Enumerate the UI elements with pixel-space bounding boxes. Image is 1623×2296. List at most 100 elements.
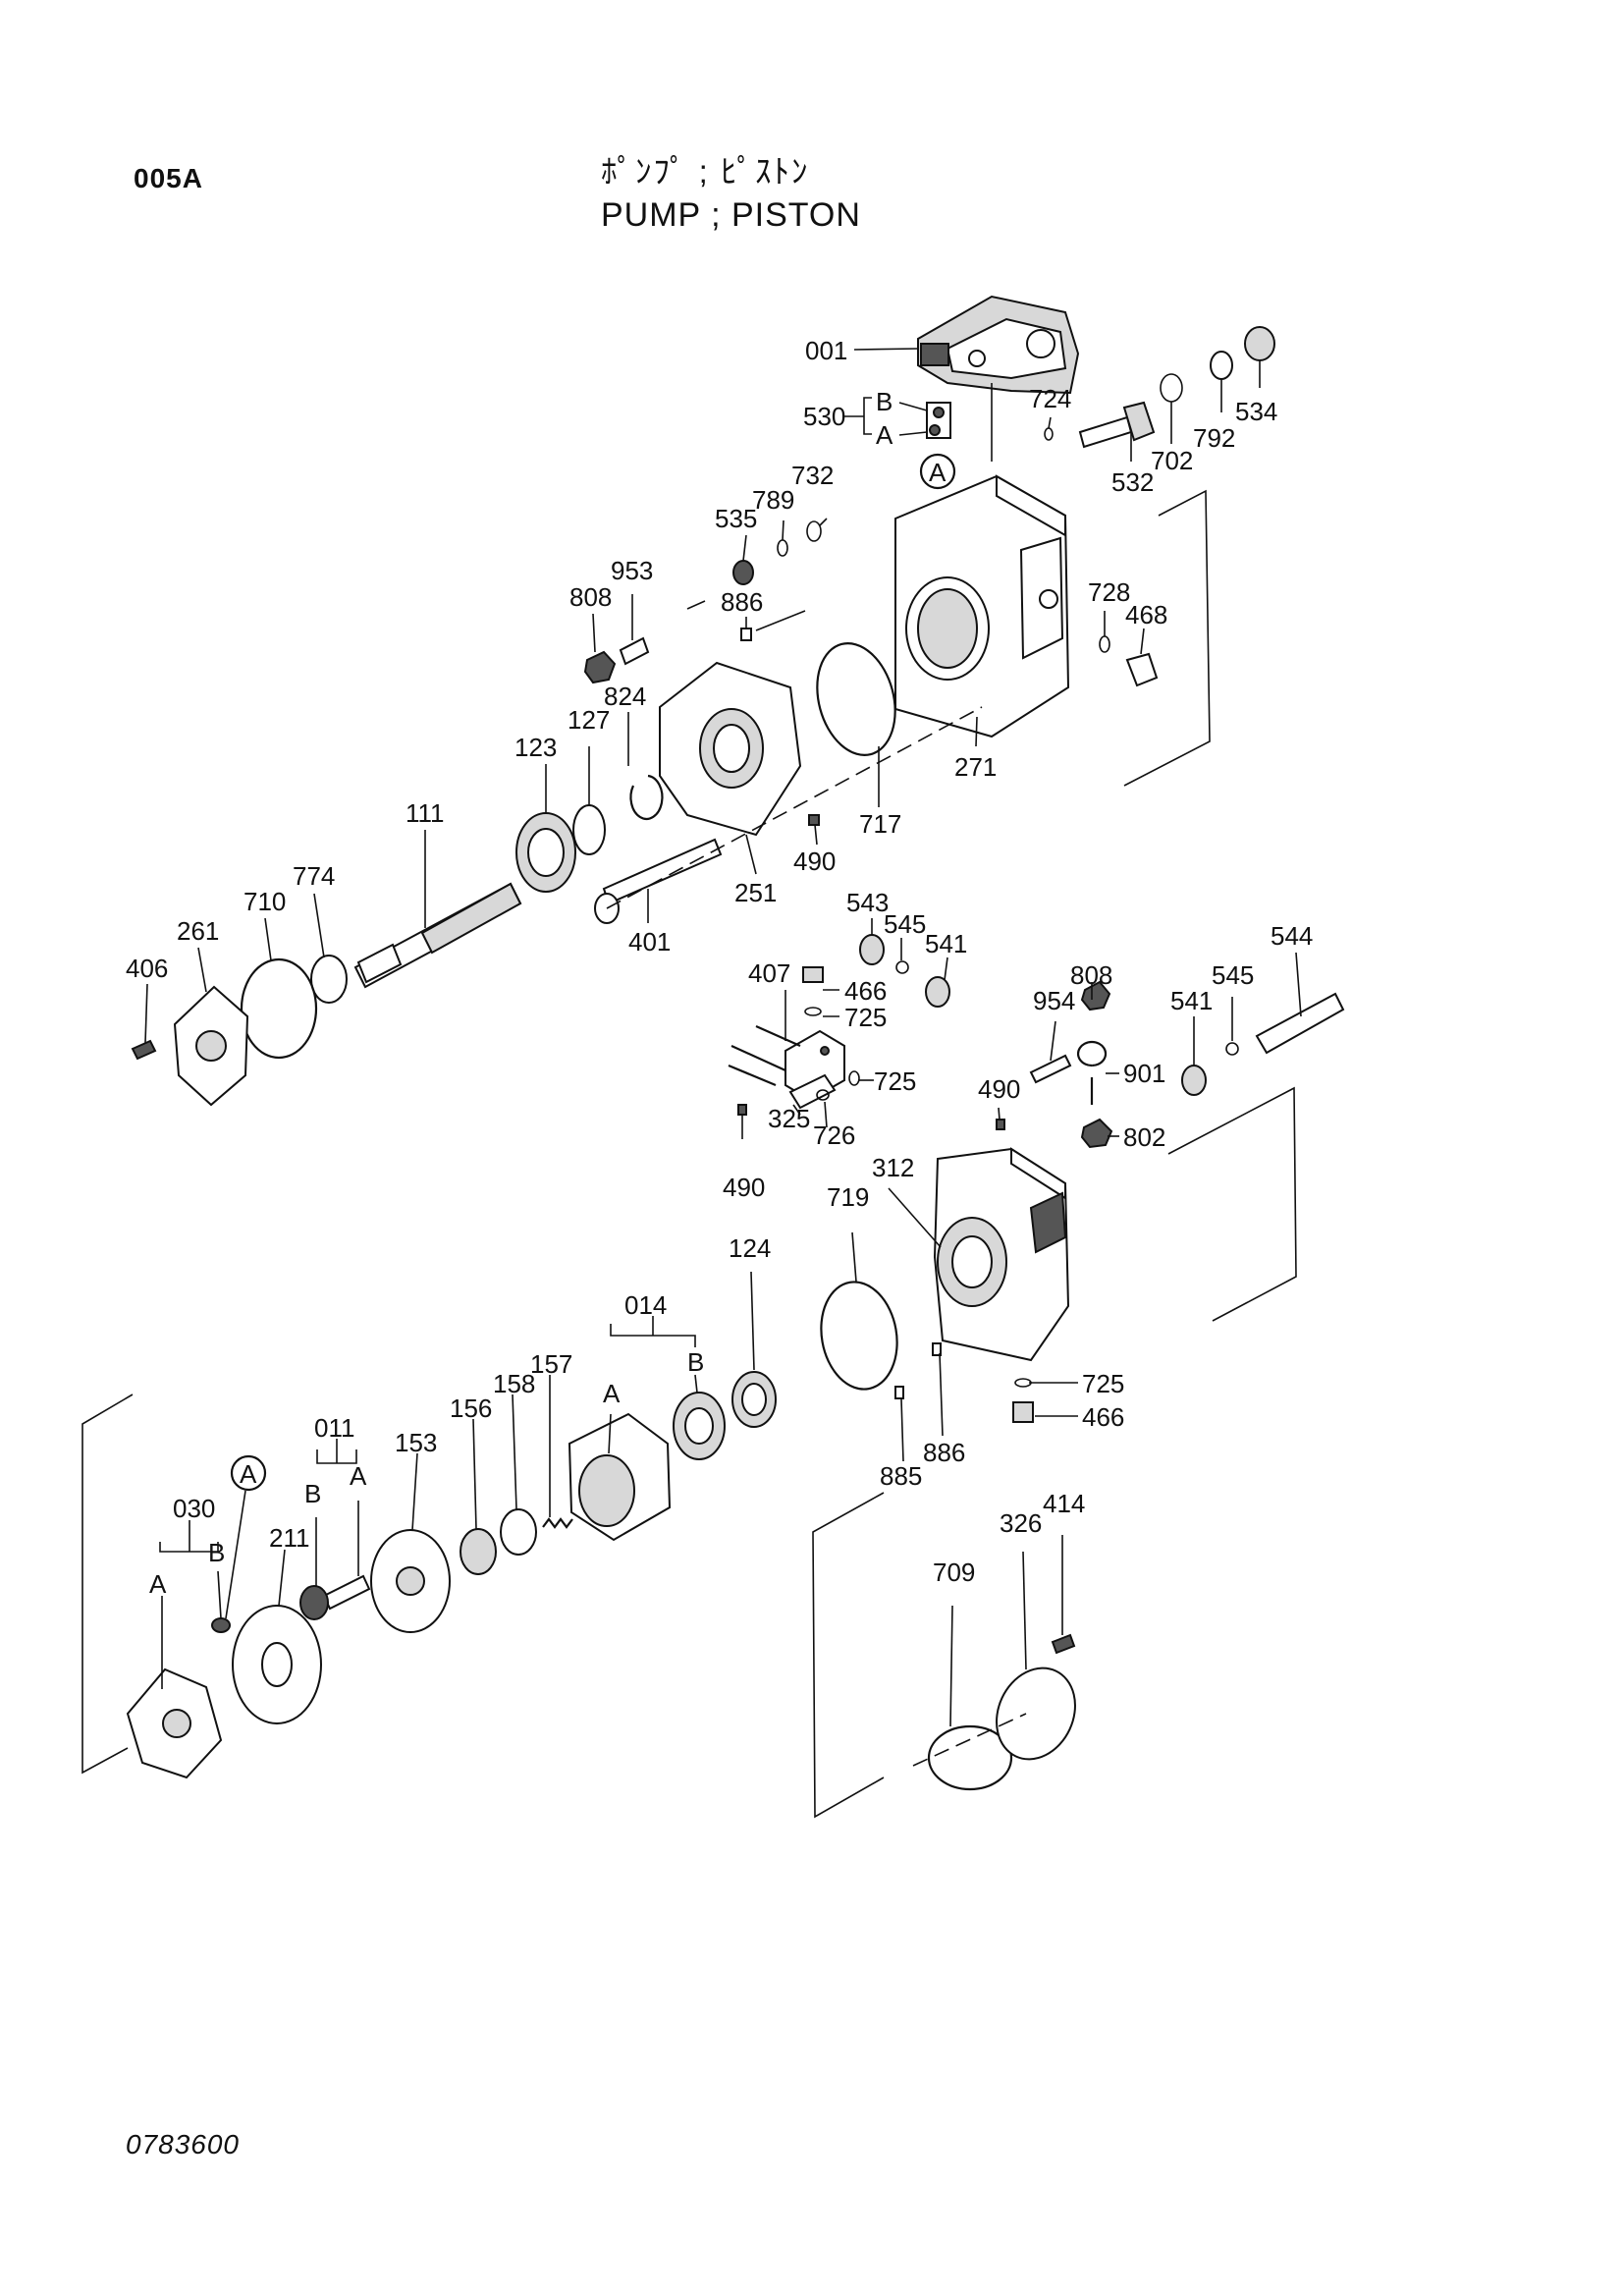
part-543-stopper [859, 934, 885, 965]
callout-490-c: 490 [723, 1173, 765, 1202]
callout-541-b: 541 [1170, 986, 1213, 1015]
part-541-seat-2 [1181, 1065, 1207, 1096]
part-532-stud [1078, 401, 1156, 449]
callout-014-a: A [603, 1379, 621, 1408]
callout-532: 532 [1111, 467, 1154, 497]
callout-808-b: 808 [1070, 960, 1112, 990]
callout-530-b: B [876, 387, 893, 416]
callout-725: 725 [844, 1003, 887, 1032]
part-414-screw [1051, 1633, 1076, 1655]
part-901-eyebolt [1076, 1040, 1108, 1105]
part-157-spring [542, 1517, 573, 1529]
callout-792: 792 [1193, 423, 1235, 453]
callout-702: 702 [1151, 446, 1193, 475]
part-468-plug [1125, 652, 1159, 687]
callout-545-b: 545 [1212, 960, 1254, 990]
part-954-setscrew [1029, 1054, 1072, 1084]
callout-414: 414 [1043, 1489, 1085, 1518]
callout-326: 326 [1000, 1508, 1042, 1538]
callout-211: 211 [269, 1523, 309, 1553]
callout-490-b: 490 [978, 1074, 1020, 1104]
part-808-nut [583, 650, 617, 684]
callout-534: 534 [1235, 397, 1277, 426]
part-490-plug-2 [737, 1104, 747, 1116]
part-406-screw [131, 1039, 157, 1061]
circle-ref-a-bottom [230, 1454, 267, 1492]
callout-774: 774 [293, 861, 335, 891]
page-title-english: PUMP ; PISTON [601, 196, 861, 234]
callout-251: 251 [734, 878, 777, 907]
callout-ref-a-top: A [929, 458, 947, 487]
part-466-plug-2 [1012, 1401, 1034, 1423]
callout-014: 014 [624, 1290, 667, 1320]
callout-261: 261 [177, 916, 219, 946]
callout-158: 158 [493, 1369, 535, 1398]
callout-ref-a-bottom: A [240, 1459, 257, 1489]
callout-401: 401 [628, 927, 671, 957]
part-709-oring [927, 1724, 1013, 1791]
part-111-shaft [353, 882, 522, 989]
page-code: 005A [134, 163, 203, 193]
part-545-ball-2 [1225, 1042, 1239, 1056]
callout-886: 886 [721, 587, 763, 617]
callout-011-b: B [304, 1479, 321, 1508]
part-702-oring [1160, 373, 1183, 403]
part-953-setscrew [619, 636, 650, 666]
callout-886-b: 886 [923, 1438, 965, 1467]
part-725-oring-2 [848, 1070, 860, 1086]
callout-719: 719 [827, 1182, 869, 1212]
callout-530: 530 [803, 402, 845, 431]
callout-710: 710 [243, 887, 286, 916]
part-325-valve-block [784, 1029, 845, 1110]
part-014-cylinder-block [568, 1392, 726, 1542]
callout-725-b: 725 [874, 1066, 916, 1096]
part-802-nut [1080, 1118, 1113, 1149]
callout-030-b: B [208, 1538, 225, 1567]
callout-leaders [144, 348, 1302, 1727]
callout-312: 312 [872, 1153, 914, 1182]
callout-725-c: 725 [1082, 1369, 1124, 1398]
callout-271: 271 [954, 752, 997, 782]
part-158-spacer [500, 1508, 537, 1556]
callout-802: 802 [1123, 1122, 1165, 1152]
part-726-oring [816, 1089, 830, 1101]
part-808-nut-2 [1080, 980, 1111, 1011]
callout-030-a: A [149, 1569, 167, 1599]
part-792-ring [1210, 351, 1233, 380]
callout-808: 808 [569, 582, 612, 612]
part-724-oring [1044, 427, 1054, 441]
part-030-swashplate [126, 1617, 231, 1779]
callout-153: 153 [395, 1428, 437, 1457]
callout-406: 406 [126, 954, 168, 983]
part-774-seal [310, 955, 348, 1004]
assembly-lines [81, 489, 1297, 1819]
part-541-seat [925, 976, 950, 1008]
callout-111: 111 [406, 798, 445, 828]
callout-789: 789 [752, 485, 794, 515]
callout-127: 127 [568, 705, 610, 735]
callout-709: 709 [933, 1558, 975, 1587]
part-886-pin [740, 628, 752, 641]
part-211-shoeplate [232, 1605, 322, 1724]
callout-124: 124 [729, 1233, 771, 1263]
part-124-bearing [731, 1371, 777, 1428]
part-719-oring [820, 1281, 898, 1391]
part-535-stopper [732, 560, 754, 585]
callout-labels: 001 530 B A 724 534 792 702 532 A 732 78… [126, 336, 1313, 1599]
part-725-oring [804, 1007, 822, 1016]
callout-030: 030 [173, 1494, 215, 1523]
callout-466: 466 [844, 976, 887, 1006]
part-127-spacer [572, 804, 606, 855]
circle-ref-a-top [919, 453, 956, 490]
callout-157: 157 [530, 1349, 572, 1379]
callout-724: 724 [1029, 384, 1071, 413]
callout-543: 543 [846, 888, 889, 917]
callout-717: 717 [859, 809, 901, 839]
callout-123: 123 [514, 733, 557, 762]
part-885-pin [894, 1386, 904, 1399]
callout-014-b: B [687, 1347, 704, 1377]
part-728-oring [1099, 635, 1110, 653]
part-544-stopper [1255, 992, 1345, 1055]
part-011-piston [299, 1574, 371, 1620]
